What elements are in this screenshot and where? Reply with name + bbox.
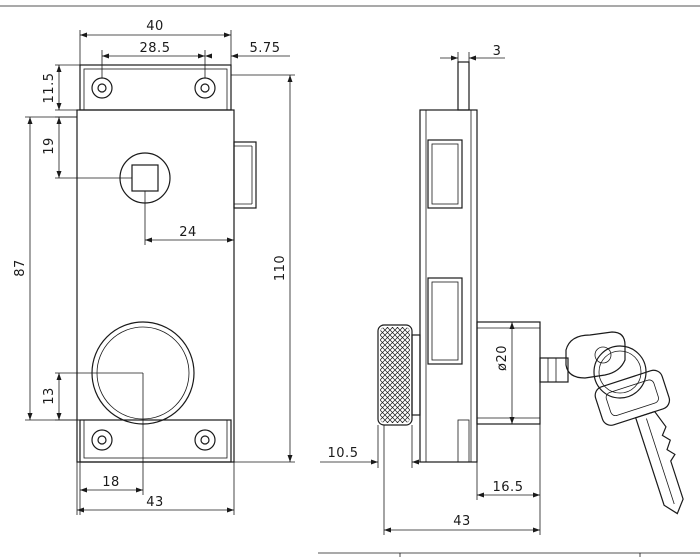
dim-43-front: 43	[146, 495, 164, 510]
dim-110: 110	[273, 255, 288, 281]
front-view	[76, 64, 257, 463]
dim-87: 87	[13, 259, 28, 277]
screw-hole-top-right	[194, 77, 216, 99]
side-view	[377, 61, 569, 463]
side-cylinder	[476, 321, 541, 425]
dim-3: 3	[493, 44, 502, 59]
dim-dia-20: ø20	[495, 345, 510, 371]
lock-body	[76, 109, 235, 463]
knob-shaft	[411, 334, 421, 416]
side-slot-lower	[427, 277, 463, 365]
latch-bolt	[233, 141, 257, 209]
dim-5-75: 5.75	[250, 41, 281, 56]
dim-24: 24	[179, 225, 197, 240]
keys	[565, 331, 684, 515]
side-plate	[419, 109, 478, 463]
screw-hole-bottom-left	[91, 429, 113, 451]
dim-11-5: 11.5	[42, 73, 57, 104]
front-dimensions: 40 28.5 5.75 11.5 19 24	[13, 19, 295, 515]
dim-13: 13	[42, 387, 57, 405]
dim-43-side: 43	[453, 514, 471, 529]
side-bolt	[457, 61, 470, 111]
key-stem	[539, 357, 569, 383]
key-ring	[593, 345, 647, 399]
dim-28-5: 28.5	[140, 41, 171, 56]
screw-hole-bottom-right	[194, 429, 216, 451]
key-rear	[565, 331, 626, 379]
screw-hole-top-left	[91, 77, 113, 99]
dim-10-5: 10.5	[328, 446, 359, 461]
dim-18: 18	[102, 475, 120, 490]
side-slot-upper	[427, 139, 463, 209]
dim-19: 19	[42, 137, 57, 155]
key-front-blade	[634, 410, 684, 515]
side-dimensions: 3 10.5 ø20 16.5 43	[320, 44, 541, 535]
dim-40-top: 40	[146, 19, 164, 34]
square-spindle	[131, 164, 159, 192]
top-flange	[79, 64, 232, 111]
dim-16-5: 16.5	[493, 480, 524, 495]
